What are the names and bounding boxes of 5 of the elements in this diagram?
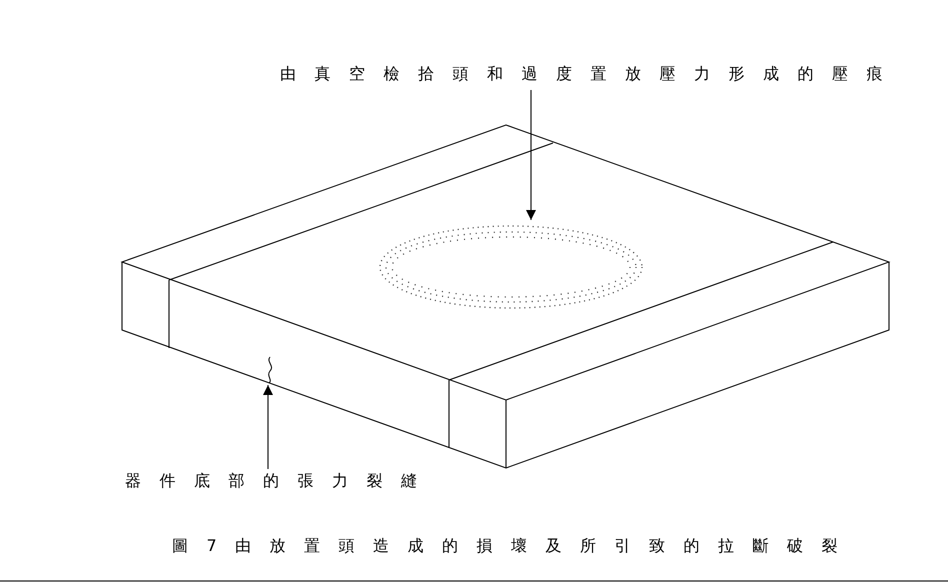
leader-arrow — [263, 384, 273, 470]
figure-caption: 圖7由放置頭造成的損壞及所引致的拉斷破裂 — [172, 536, 856, 556]
annotation-text: 由真空檢拾頭和過度置放壓力形成的壓痕 — [280, 64, 901, 86]
annotation-text: 器件底部的張力裂縫 — [125, 471, 436, 493]
leader-arrow — [526, 90, 536, 220]
